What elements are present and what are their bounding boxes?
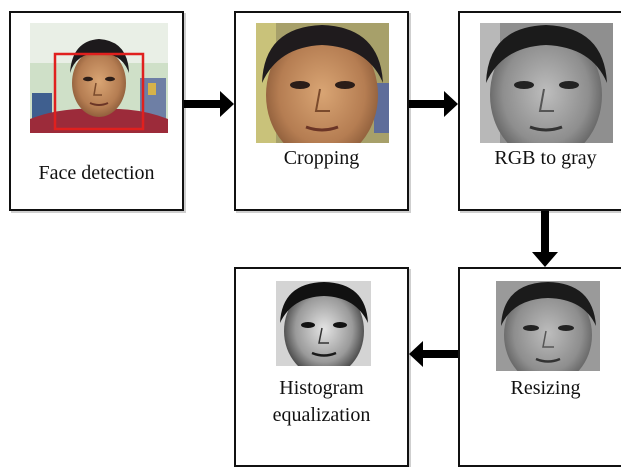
- cropping-label: Cropping: [283, 147, 360, 169]
- arrow-left: [409, 341, 458, 367]
- resizing-label: Resizing: [510, 377, 581, 399]
- histogram-label-line2: equalization: [272, 404, 371, 426]
- grayscale-face-image: [480, 23, 613, 143]
- histogram-label-line1: Histogram: [279, 377, 364, 399]
- arrow-down: [532, 211, 558, 267]
- resized-face-image: [496, 281, 600, 371]
- arrow-right-1: [184, 91, 234, 117]
- step-cropping-box: Cropping: [234, 11, 409, 211]
- face-detection-image: [30, 23, 168, 133]
- step-rgb-to-gray-box: RGB to gray: [458, 11, 621, 211]
- face-detection-label: Face detection: [38, 162, 155, 184]
- detection-rectangle: [53, 52, 145, 131]
- rgb-to-gray-label: RGB to gray: [494, 147, 597, 169]
- cropped-face-image: [256, 23, 389, 143]
- step-histogram-equalization-box: Histogram equalization: [234, 267, 409, 467]
- arrow-right-2: [409, 91, 458, 117]
- equalized-face-image: [276, 281, 371, 366]
- step-face-detection-box: Face detection: [9, 11, 184, 211]
